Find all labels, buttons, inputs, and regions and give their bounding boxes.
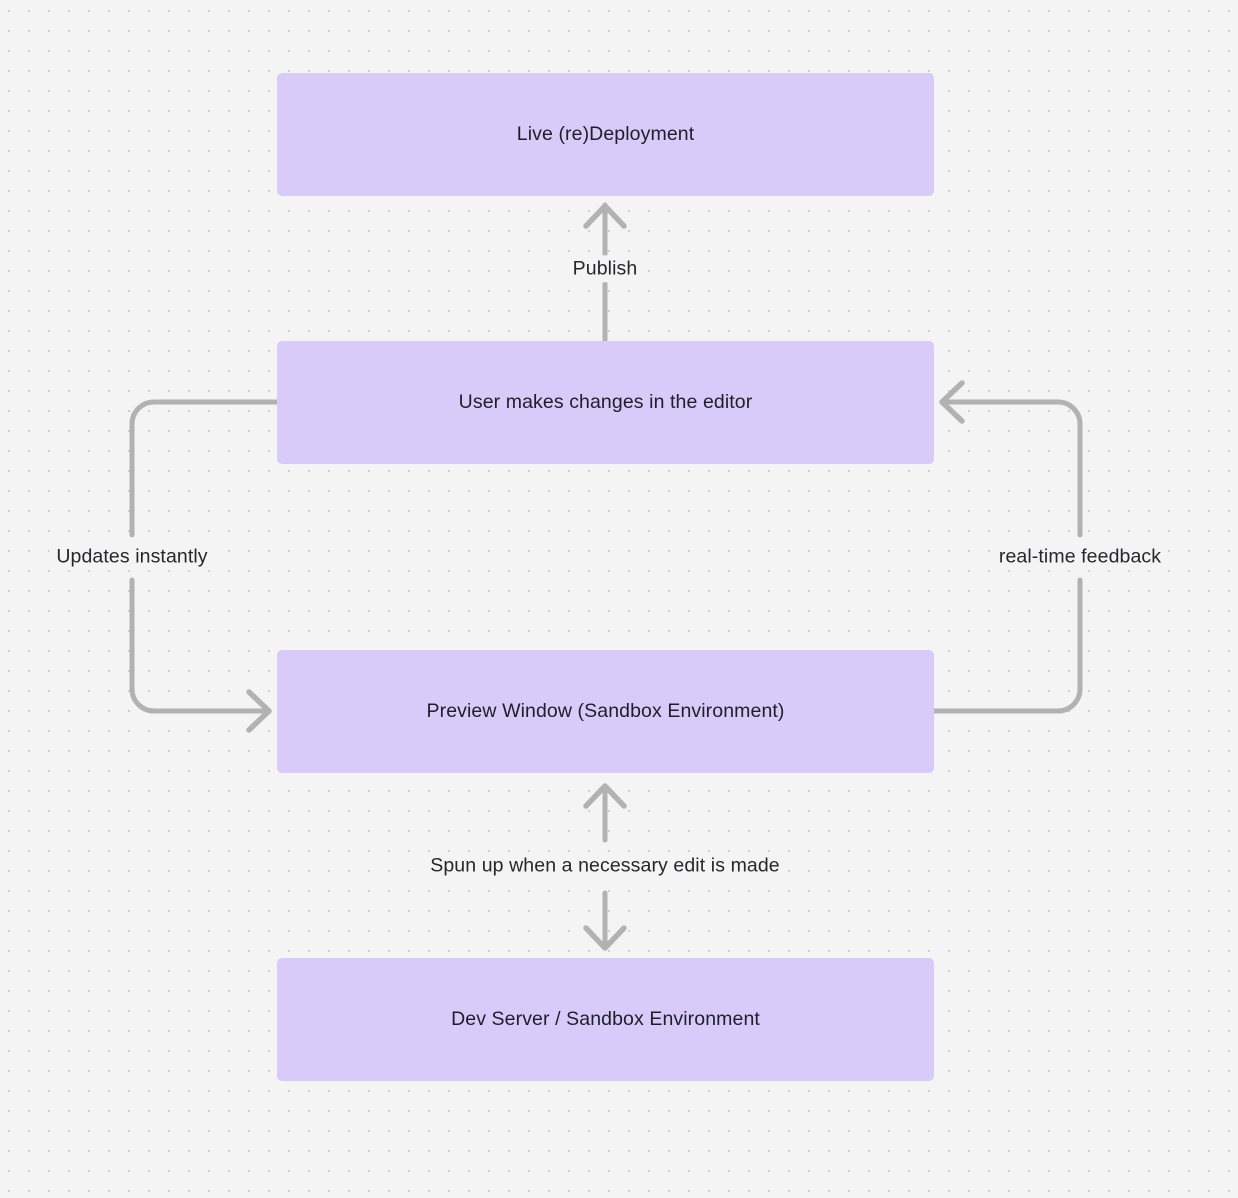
node-user-edits[interactable]: User makes changes in the editor: [277, 341, 934, 464]
node-label-dev-server: Dev Server / Sandbox Environment: [451, 1008, 760, 1031]
edge-label-real-time-feedback: real-time feedback: [991, 543, 1169, 571]
arrowhead-down-spun-up: [583, 925, 627, 951]
arrowhead-left-real-time-feedback: [939, 380, 965, 424]
edge-label-spun-up: Spun up when a necessary edit is made: [423, 852, 787, 880]
edge-label-updates-instantly: Updates instantly: [49, 543, 215, 571]
arrowhead-up-spun-up: [583, 783, 627, 809]
arrowhead-up-publish: [583, 203, 627, 229]
node-dev-server[interactable]: Dev Server / Sandbox Environment: [277, 958, 934, 1081]
node-preview-window[interactable]: Preview Window (Sandbox Environment): [277, 650, 934, 773]
node-label-live-deployment: Live (re)Deployment: [516, 123, 695, 146]
node-label-user-edits: User makes changes in the editor: [458, 391, 753, 414]
edge-label-publish: Publish: [565, 255, 645, 283]
node-label-preview-window: Preview Window (Sandbox Environment): [426, 700, 785, 723]
node-live-deployment[interactable]: Live (re)Deployment: [277, 73, 934, 196]
arrowhead-right-updates-instantly: [246, 689, 272, 733]
